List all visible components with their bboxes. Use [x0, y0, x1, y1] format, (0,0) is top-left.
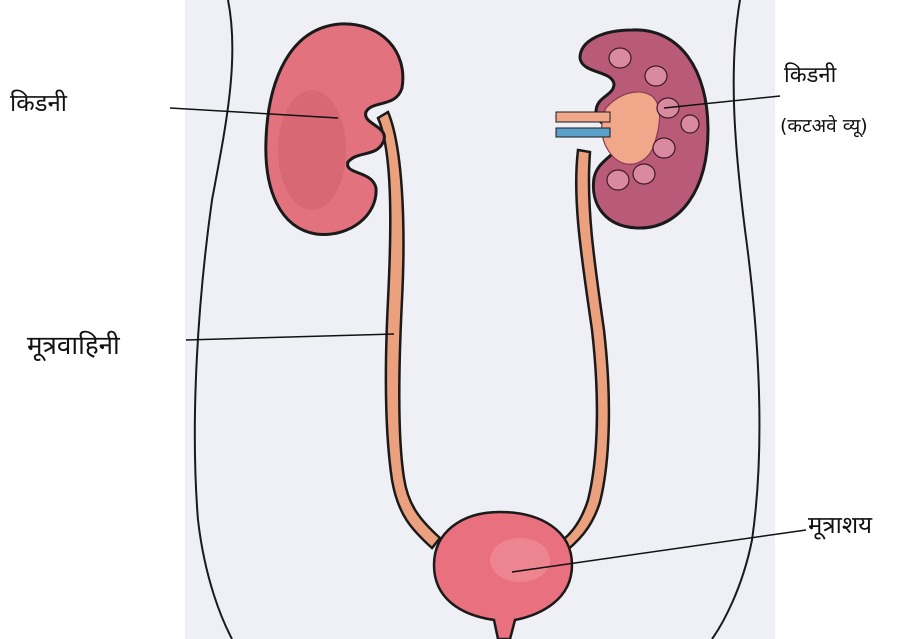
label-kidney-section-title: किडनी [784, 64, 836, 88]
label-kidney-left: किडनी [10, 90, 67, 116]
renal-vein [556, 128, 610, 137]
label-ureter: मूत्रवाहिनी [27, 332, 120, 361]
pyramid [633, 164, 655, 184]
pyramid [653, 138, 675, 158]
label-bladder: मूत्राशय [808, 512, 872, 538]
renal-artery [556, 112, 610, 122]
pyramid [607, 170, 629, 190]
left-kidney-shade [278, 90, 346, 210]
label-kidney-section-subtitle: (कटअवे व्यू) [780, 116, 868, 137]
pyramid [645, 66, 667, 86]
pyramid [609, 48, 631, 68]
pyramid [681, 115, 699, 133]
bladder-highlight [490, 538, 550, 582]
